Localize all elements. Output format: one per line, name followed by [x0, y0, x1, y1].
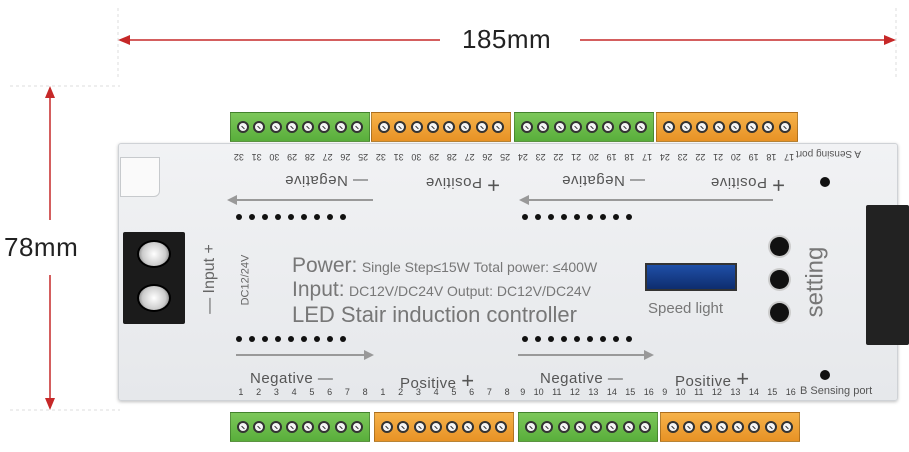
- bottom-led-dots-left: [236, 336, 346, 342]
- terminal-block-top-2: [371, 112, 511, 142]
- width-label: 185mm: [462, 24, 552, 54]
- controller-case: [118, 143, 898, 401]
- speed-display: [645, 263, 737, 291]
- right-connector: [866, 205, 909, 345]
- spec-line-power: Power: Single Step≤15W Total power: ≤400…: [292, 254, 598, 277]
- bottom-group-label-2: Positive +: [400, 368, 475, 393]
- terminal-block-top-4: [656, 112, 798, 142]
- height-dimension: 78mm: [0, 80, 120, 447]
- spec-line-input: Input: DC12V/DC24V Output: DC12V/DC24V: [292, 278, 591, 301]
- b-sensor-hole: [820, 370, 830, 380]
- terminal-block-bottom-1: [230, 412, 370, 442]
- terminal-block-bottom-4: [660, 412, 800, 442]
- setting-label: setting: [801, 246, 829, 318]
- product-name: LED Stair induction controller: [292, 302, 577, 327]
- bottom-group-label-1: Negative —: [250, 370, 334, 387]
- terminal-block-bottom-3: [518, 412, 658, 442]
- bottom-group-label-3: Negative —: [540, 370, 624, 387]
- speed-light-label: Speed light: [648, 300, 724, 317]
- power-screw-bottom-icon: [137, 284, 171, 312]
- top-group-label-1: — Negative: [284, 172, 368, 189]
- power-terminal: [123, 232, 185, 324]
- width-dimension: 185mm: [0, 0, 909, 140]
- input-voltage-label: DC12/24V: [239, 254, 252, 306]
- top-sensing-port-label: A Sensing port: [796, 148, 862, 159]
- setting-button-down[interactable]: [770, 303, 789, 322]
- terminal-block-top-1: [230, 112, 370, 142]
- terminal-block-top-3: [514, 112, 654, 142]
- top-group-label-3: — Negative: [561, 172, 645, 189]
- bottom-arrows-icon: [236, 350, 654, 360]
- bottom-sensing-port-label: B Sensing port: [800, 385, 873, 397]
- power-screw-top-icon: [137, 240, 171, 268]
- top-arrows-icon: [227, 195, 773, 205]
- top-led-dots-left: [236, 214, 346, 220]
- bottom-group-label-4: Positive +: [675, 366, 750, 391]
- height-label: 78mm: [4, 232, 79, 262]
- setting-button-middle[interactable]: [770, 270, 789, 289]
- setting-button-up[interactable]: [770, 237, 789, 256]
- bottom-led-dots-right: [522, 336, 632, 342]
- terminal-block-bottom-2: [374, 412, 514, 442]
- height-arrow-icon: [10, 85, 120, 411]
- input-label: — Input +: [200, 244, 218, 314]
- width-arrow-icon: [117, 8, 897, 140]
- a-sensor-hole: [820, 177, 830, 187]
- top-led-dots-right: [522, 214, 632, 220]
- case-notch: [120, 157, 160, 197]
